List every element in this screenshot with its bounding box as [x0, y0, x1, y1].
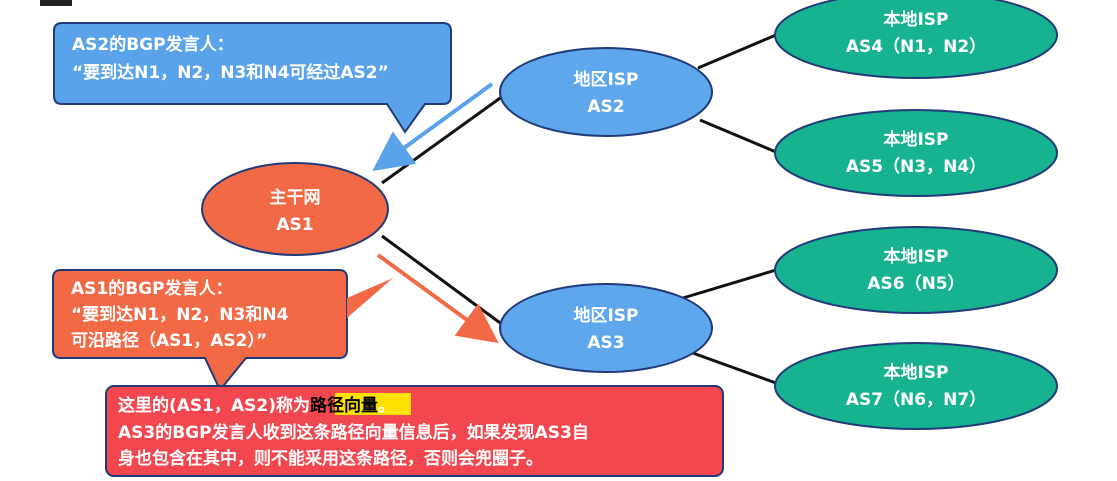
corner-mark: [40, 0, 72, 6]
node-as7-name: AS7（N6，N7）: [846, 389, 986, 410]
node-as4-name: AS4（N1，N2）: [846, 36, 986, 57]
node-as1-type: 主干网: [270, 187, 321, 208]
node-as6: 本地ISP AS6（N5）: [774, 226, 1058, 314]
node-as1: 主干网 AS1: [201, 162, 389, 256]
node-as3-type: 地区ISP: [573, 305, 638, 326]
node-as6-shape: [774, 226, 1058, 314]
node-as7: 本地ISP AS7（N6，N7）: [774, 342, 1058, 430]
callout-as2-speaker-shape: [53, 22, 452, 134]
node-as6-name: AS6（N5）: [867, 273, 964, 294]
node-as5: 本地ISP AS5（N3，N4）: [774, 109, 1058, 197]
link-as2-as5: [699, 118, 777, 154]
link-as3-as7: [689, 350, 777, 385]
callout-explanation-line1: 这里的(AS1，AS2)称为路径向量。: [118, 395, 395, 416]
node-as4-type: 本地ISP: [883, 9, 948, 30]
node-as5-type: 本地ISP: [883, 129, 948, 150]
callout-as2-speaker-line2: “要到达N1，N2，N3和N4可经过AS2”: [72, 62, 389, 83]
callout-as2-speaker-line1: AS2的BGP发言人：: [72, 34, 234, 55]
path-vector-term: 路径向量: [310, 395, 378, 416]
callout-explanation-line1-prefix: 这里的(AS1，AS2)称为: [118, 395, 310, 416]
callout-as1-speaker-line3: 可沿路径（AS1，AS2）”: [71, 330, 267, 351]
node-as4-shape: [774, 0, 1058, 79]
callout-explanation-shape: [105, 385, 724, 477]
node-as5-shape: [774, 109, 1058, 197]
node-as3-name: AS3: [587, 333, 624, 353]
callout-as1-speaker-line1: AS1的BGP发言人：: [71, 278, 233, 299]
path-vector-highlight: [335, 393, 411, 415]
callout-as1-speaker-pointer: [347, 278, 393, 318]
callout-explanation-line3: 身也包含在其中，则不能采用这条路径，否则会兜圈子。: [118, 448, 543, 469]
node-as3: 地区ISP AS3: [499, 283, 713, 373]
node-as1-shape: [201, 162, 389, 256]
callout-as1-speaker-line2: “要到达N1，N2，N3和N4: [71, 304, 289, 325]
callout-explanation-line1-suffix: 。: [378, 396, 395, 416]
node-as7-shape: [774, 342, 1058, 430]
node-as2-name: AS2: [587, 97, 624, 117]
node-as2-type: 地区ISP: [573, 69, 638, 90]
node-as2: 地区ISP AS2: [499, 47, 713, 137]
link-as2-as4: [697, 33, 777, 70]
node-as5-name: AS5（N3，N4）: [846, 156, 986, 177]
callout-as1-speaker-shape: [52, 269, 348, 392]
node-as7-type: 本地ISP: [883, 362, 948, 383]
callout-explanation-line2: AS3的BGP发言人收到这条路径向量信息后，如果发现AS3自: [118, 422, 589, 443]
node-as4: 本地ISP AS4（N1，N2）: [774, 0, 1058, 79]
callout-explanation: 这里的(AS1，AS2)称为路径向量。 AS3的BGP发言人收到这条路径向量信息…: [105, 385, 724, 477]
node-as6-type: 本地ISP: [883, 246, 948, 267]
as2-announcement-arrow: [372, 82, 494, 172]
node-as1-name: AS1: [276, 215, 313, 235]
callout-as2-speaker: AS2的BGP发言人： “要到达N1，N2，N3和N4可经过AS2”: [53, 22, 452, 134]
link-as1-as3: [381, 234, 504, 327]
node-as2-shape: [499, 47, 713, 137]
link-as3-as6: [682, 268, 777, 300]
node-as3-shape: [499, 283, 713, 373]
as1-announcement-arrow: [376, 253, 499, 344]
callout-as1-speaker: AS1的BGP发言人： “要到达N1，N2，N3和N4 可沿路径（AS1，AS2…: [52, 269, 393, 392]
